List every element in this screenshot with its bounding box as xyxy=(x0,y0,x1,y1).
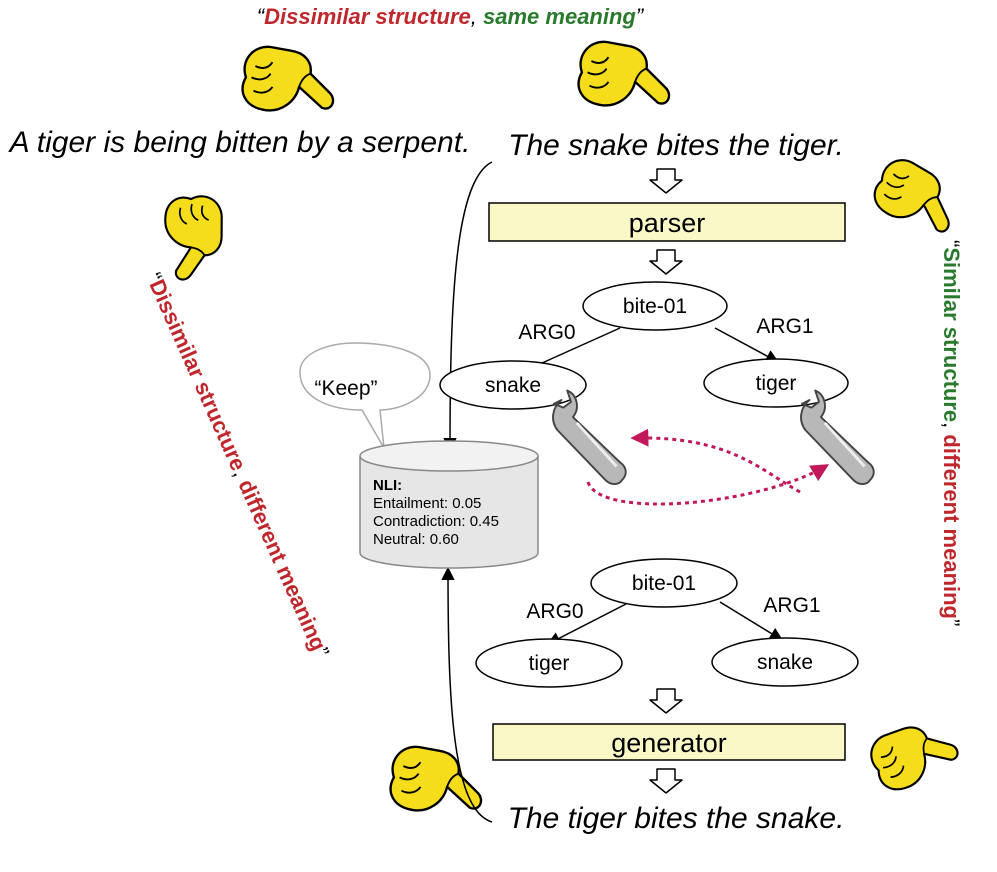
hand-pointer-icon xyxy=(389,745,483,812)
swap-arrow-back xyxy=(630,428,801,494)
down-arrow-icon xyxy=(649,249,683,275)
graph-node-arg1-label: snake xyxy=(757,651,813,674)
generated-to-nli-arrow xyxy=(441,566,493,823)
arg1-edge xyxy=(719,601,784,641)
right-vertical-label: “Similar structure, different meaning” xyxy=(939,240,964,626)
graph-node-arg0 xyxy=(475,638,623,688)
wrench-icon xyxy=(551,389,628,486)
graph-node-arg1 xyxy=(703,358,849,408)
hand-pointer-icon xyxy=(861,706,962,799)
nli-cylinder-body xyxy=(359,456,539,569)
graph-node-root xyxy=(590,558,738,608)
nli-cylinder-top xyxy=(359,440,539,472)
nli-contradiction: Contradiction: 0.45 xyxy=(373,513,499,530)
original-sentence: The snake bites the tiger. xyxy=(508,129,844,162)
graph-node-arg1-label: tiger xyxy=(756,372,797,395)
nli-entailment: Entailment: 0.05 xyxy=(373,495,481,512)
graph-node-arg1 xyxy=(711,637,859,687)
down-arrow-icon xyxy=(649,168,683,194)
graph-node-root xyxy=(582,281,728,331)
arg1-label: ARG1 xyxy=(763,594,820,617)
graph-node-arg0-label: snake xyxy=(485,374,541,397)
arg0-edge xyxy=(546,603,627,645)
left-diagonal-label: “Dissimilar structure, different meaning… xyxy=(141,269,334,661)
down-arrow-icon xyxy=(649,688,683,714)
arg1-label: ARG1 xyxy=(756,315,813,338)
down-arrow-icon xyxy=(649,768,683,794)
generator-box xyxy=(492,723,846,761)
nli-heading: NLI: xyxy=(373,477,402,494)
arg0-label: ARG0 xyxy=(518,321,575,344)
generated-sentence: The tiger bites the snake. xyxy=(508,802,845,835)
graph-node-root-label: bite-01 xyxy=(632,572,696,595)
hand-pointer-icon xyxy=(241,45,335,112)
title-quote: “Dissimilar structure, same meaning” xyxy=(257,4,645,29)
parser-label: parser xyxy=(629,208,706,238)
hand-pointer-icon xyxy=(577,40,671,107)
swap-arrow-forward xyxy=(586,464,830,506)
arg1-edge xyxy=(714,327,780,363)
graph-node-arg0 xyxy=(439,360,587,410)
paraphrase-sentence: A tiger is being bitten by a serpent. xyxy=(8,126,471,159)
graph-node-root-label: bite-01 xyxy=(623,295,687,318)
nli-neutral: Neutral: 0.60 xyxy=(373,531,459,548)
hand-pointer-icon xyxy=(868,152,966,237)
parser-box xyxy=(488,202,846,242)
speech-bubble-text: “Keep” xyxy=(314,377,377,400)
graph-node-arg0-label: tiger xyxy=(529,652,570,675)
speech-bubble xyxy=(299,342,431,449)
generator-label: generator xyxy=(611,728,727,758)
hand-pointer-icon xyxy=(160,190,233,282)
arg0-label: ARG0 xyxy=(526,600,583,623)
